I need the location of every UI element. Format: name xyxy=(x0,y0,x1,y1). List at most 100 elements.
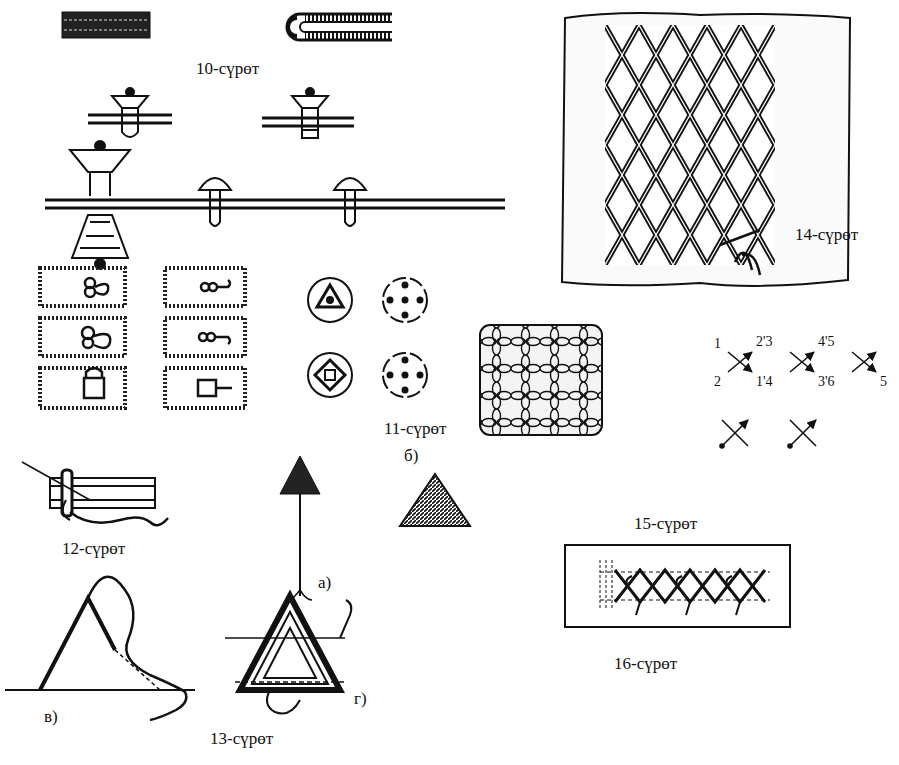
loop-stitch-sample xyxy=(480,325,602,435)
button-part xyxy=(403,313,408,318)
figure-caption: г) xyxy=(354,690,367,709)
stitch-triangle-d-part xyxy=(240,596,340,690)
stitch-order-arrows xyxy=(720,352,876,448)
hook-eye-box-part xyxy=(40,368,125,408)
button-part xyxy=(403,298,408,303)
tape-loop xyxy=(287,14,392,40)
stitch-step-number: 5 xyxy=(880,374,887,389)
button-part xyxy=(325,370,335,380)
figure-caption: 12-сүрөт xyxy=(62,540,125,559)
herringbone-sample-part xyxy=(626,576,732,590)
stitch-step-number: 3'6 xyxy=(818,374,835,389)
stitch-step-number: 4'5 xyxy=(818,334,835,349)
button-part xyxy=(403,373,408,378)
button-part xyxy=(308,278,352,322)
hook-eye xyxy=(82,278,232,398)
hook-eye-part xyxy=(84,378,104,398)
stitch-order-arrows-part xyxy=(728,352,752,372)
snap-hook-part xyxy=(262,125,354,128)
stitch-order-arrows-part xyxy=(790,352,814,372)
snap-hook-part xyxy=(126,88,134,96)
button-part xyxy=(327,297,333,303)
stitch-order-arrows-part xyxy=(722,420,748,446)
shank-button xyxy=(199,178,366,226)
button-bar xyxy=(45,200,505,208)
stitch-triangle-c-part xyxy=(115,650,160,690)
figure-caption: 13-сүрөт xyxy=(210,730,273,749)
stitch-triangle-c xyxy=(5,577,195,720)
figure-caption: 16-сүрөт xyxy=(614,655,677,674)
tape-strip-part xyxy=(64,30,148,31)
stitch-triangle-a-part xyxy=(299,494,301,596)
stitch-order-arrows-part xyxy=(788,444,792,448)
loop-stitch-sample-part xyxy=(480,325,602,435)
stitch-triangle-c-part xyxy=(5,689,195,691)
hook-eye-part xyxy=(207,333,215,341)
figure-caption: 15-сүрөт xyxy=(634,515,697,534)
stitch-order-arrows-part xyxy=(720,444,724,448)
shank-button-part xyxy=(345,190,355,226)
hook-eye-box-part xyxy=(165,368,245,408)
stitch-order-arrows-part xyxy=(722,420,748,446)
snap-fastener-part xyxy=(90,172,110,196)
stitch-step-number: 1 xyxy=(714,336,721,351)
snap-hook-part xyxy=(262,117,354,120)
hook-eye-part xyxy=(94,334,110,348)
button-part xyxy=(308,353,352,397)
herringbone-sample-part xyxy=(636,602,740,615)
stitch-triangle-a xyxy=(280,456,320,602)
snap-fastener-part xyxy=(72,215,128,258)
snap-hook-part xyxy=(302,108,318,138)
stitch-step-number: 2 xyxy=(714,374,721,389)
stitch-triangle-d-part xyxy=(252,612,328,684)
hook-eye-part xyxy=(216,387,232,390)
figure-caption: 14-сүрөт xyxy=(795,226,858,245)
hook-eye-part xyxy=(215,337,230,344)
cross-stitch-fabric xyxy=(562,13,850,286)
button-part xyxy=(403,283,408,288)
hook-eye-part xyxy=(83,338,93,348)
cross-stitch-fabric-part xyxy=(605,25,775,265)
button-part xyxy=(317,285,343,307)
shank-button-part xyxy=(199,178,231,190)
herringbone-sample-part xyxy=(615,570,765,602)
stitch-triangle-c-part xyxy=(40,598,115,690)
snap-fastener-part xyxy=(70,150,130,172)
button-part xyxy=(383,278,427,322)
snap-hook-part xyxy=(88,122,172,125)
figure-caption: б) xyxy=(404,447,418,466)
button-part xyxy=(403,358,408,363)
button-bar-part xyxy=(45,207,505,210)
figure-caption: в) xyxy=(44,708,58,727)
hook-eye-part xyxy=(86,368,102,378)
stitch-step-number: 1'4 xyxy=(756,374,773,389)
hook-eye-part xyxy=(217,280,230,287)
stitch-order-arrows-part xyxy=(790,420,816,446)
stitch-order-arrows-part xyxy=(852,352,876,372)
cross-stitch-fabric-part xyxy=(562,13,850,286)
shank-button-part xyxy=(210,190,220,226)
button-part xyxy=(388,373,393,378)
tape-strip-part xyxy=(64,20,148,21)
figure-caption: 10-сүрөт xyxy=(196,60,259,79)
stitch-triangle-c-part xyxy=(88,577,186,720)
hook-eye-part xyxy=(198,380,216,396)
herringbone-sample-part xyxy=(600,560,612,610)
button-part xyxy=(418,373,423,378)
stitch-order-arrows-part xyxy=(790,352,814,372)
snap-hook-part xyxy=(112,96,148,108)
stitch-triangle-d-part xyxy=(340,600,351,638)
stitch-order-arrows-part xyxy=(852,352,876,372)
hook-eye-part xyxy=(95,284,108,294)
snap-hook-part xyxy=(306,88,314,96)
button-part xyxy=(388,298,393,303)
button-part xyxy=(403,388,408,393)
snap-hook-part xyxy=(122,108,138,137)
button-part xyxy=(383,353,427,397)
button xyxy=(308,278,427,397)
stitch-order-arrows-part xyxy=(728,352,752,372)
thread-spool xyxy=(22,462,168,525)
hook-eye-box-part xyxy=(165,318,245,356)
herringbone-sample-part xyxy=(615,570,765,602)
snap-hook xyxy=(262,88,354,138)
